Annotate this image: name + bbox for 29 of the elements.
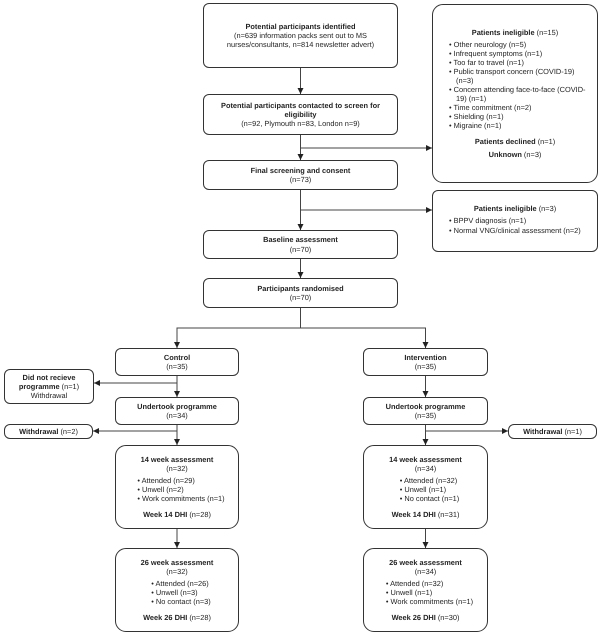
process-box [203,278,398,308]
process-box [115,397,239,425]
process-box [115,348,239,376]
arrow [300,308,428,348]
arrow [300,190,432,213]
arrow [422,528,428,548]
arrow [298,258,304,278]
process-box [363,548,488,632]
arrow [298,68,304,94]
arrow [92,424,178,434]
process-box [432,190,598,252]
process-box [203,94,398,135]
process-box [203,230,398,259]
process-box [4,424,93,439]
process-box [432,4,598,183]
process-box [363,348,488,376]
process-box [203,160,398,190]
arrow [94,376,178,386]
process-box [363,397,488,425]
process-box [363,445,488,529]
arrow [174,528,180,548]
arrow [422,376,428,398]
process-box [4,369,94,404]
process-box [203,3,398,68]
process-box [508,424,597,439]
process-box [115,445,239,529]
process-box [115,548,239,632]
arrow [425,424,508,434]
arrow [300,134,432,151]
